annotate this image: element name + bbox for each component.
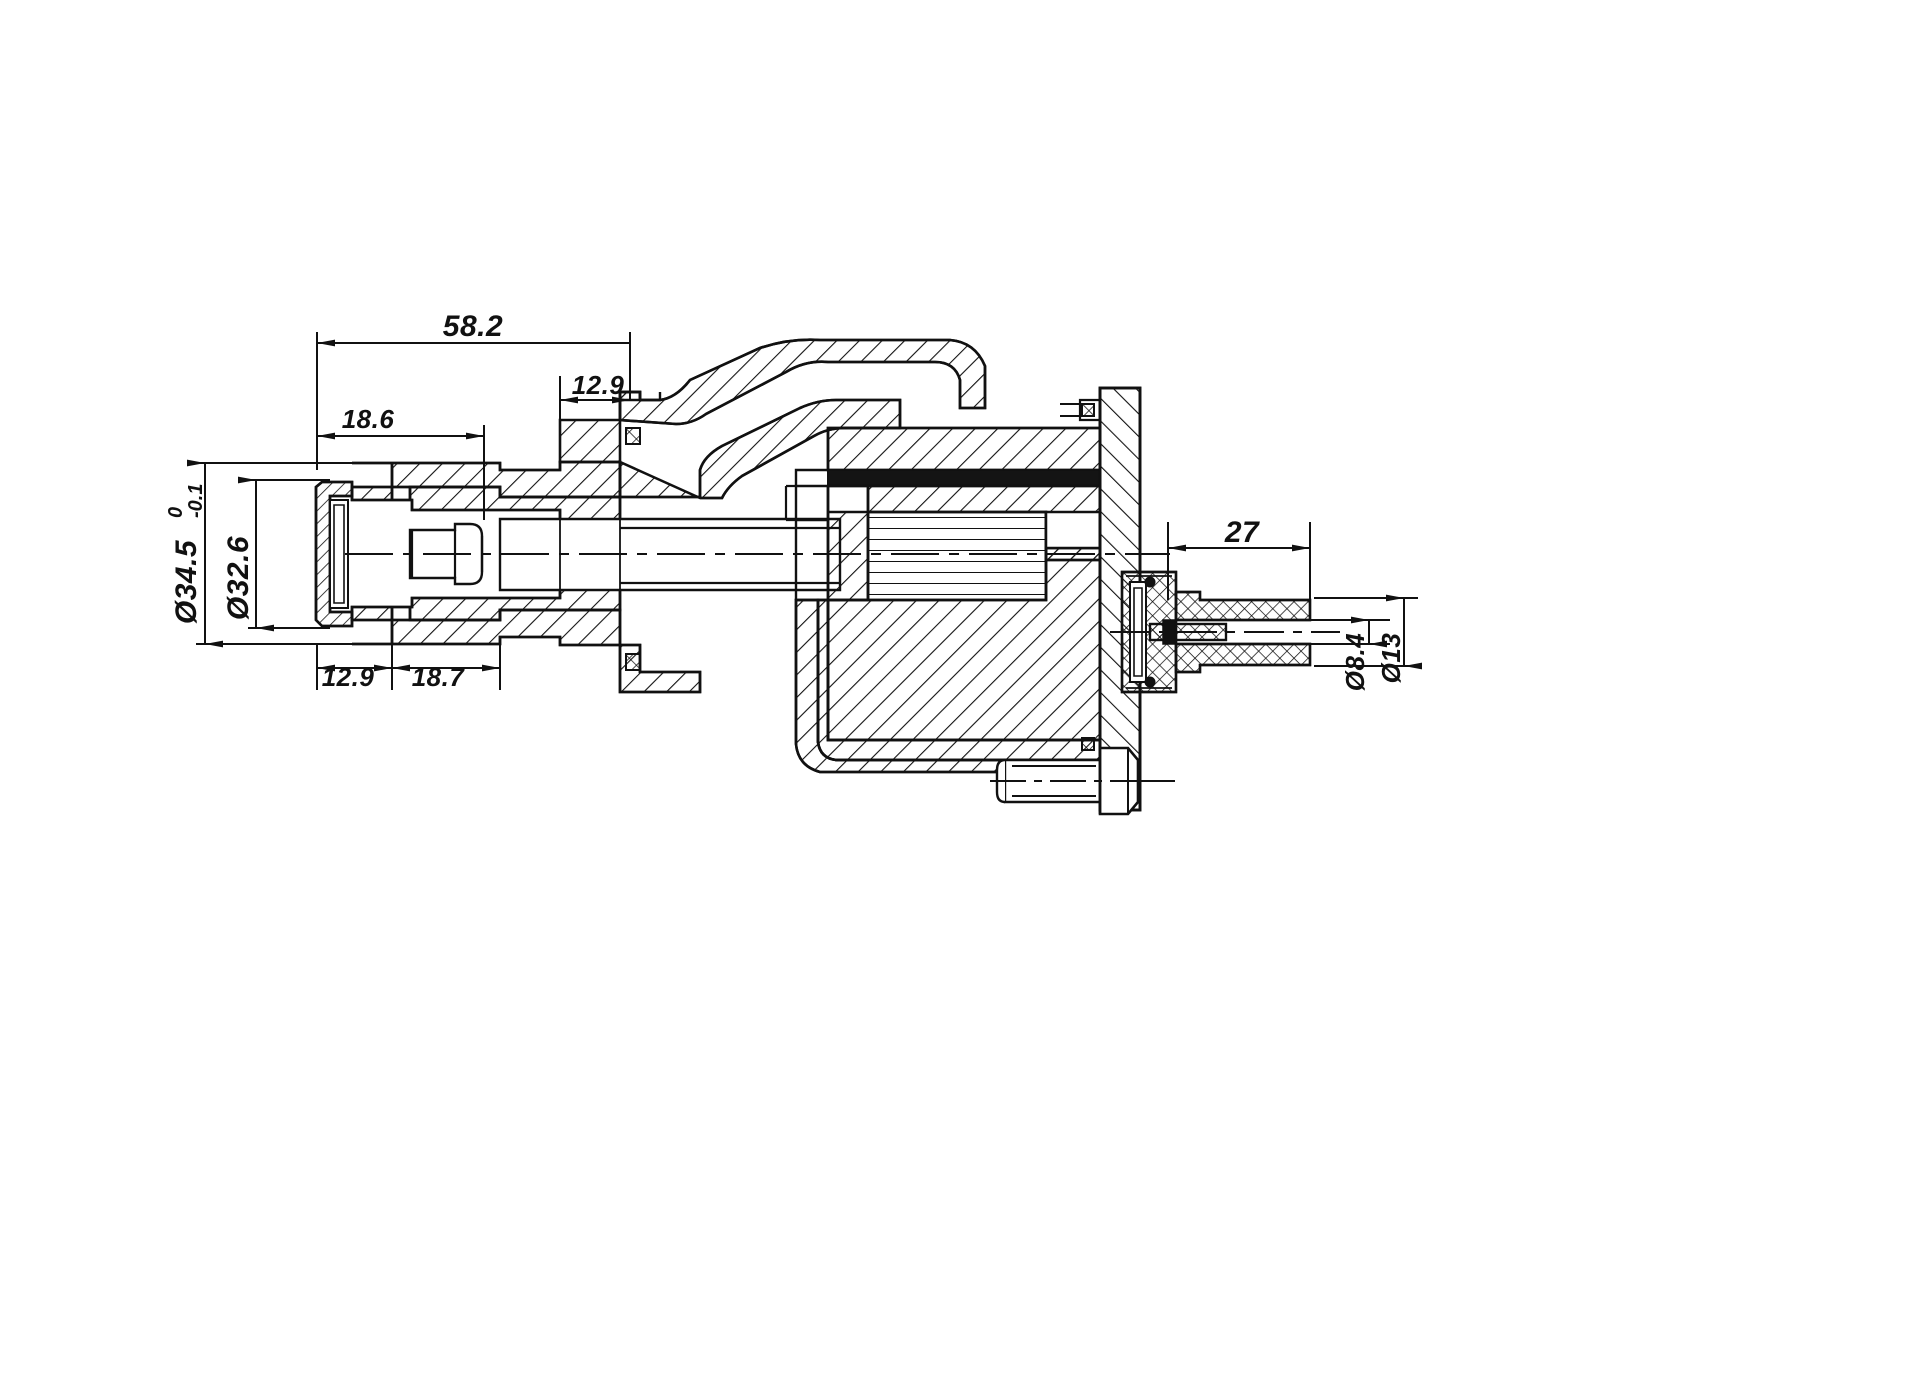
dim-label-port-outer: Ø13	[1376, 633, 1406, 684]
dim-label-bottom-left-length: 12.9	[322, 662, 375, 692]
dim-boss-length	[559, 376, 631, 462]
outlet-port-fitting	[1120, 570, 1312, 694]
dim-tolerance-lower: -0.1	[185, 484, 207, 518]
dimension-lines	[187, 332, 1422, 690]
dimension-labels: 58.2 18.6 12.9 Ø34.5 0 -0.1 Ø32.6 12.9 1…	[165, 310, 1406, 692]
dim-outer-diameter	[187, 459, 352, 648]
dim-label-boss-length: 12.9	[572, 370, 625, 400]
spring-chamber	[866, 510, 1048, 602]
part-cross-section	[314, 338, 1312, 816]
dim-port-length	[1167, 522, 1311, 602]
dim-label-outer-diameter: Ø34.5	[170, 539, 203, 624]
dim-label-overall-length: 58.2	[443, 310, 503, 343]
dust-boot-retainer	[314, 480, 354, 628]
dim-label-port-length: 27	[1224, 516, 1260, 549]
dim-label-port-bore: Ø8.4	[1340, 633, 1370, 691]
centre-lines	[345, 553, 1340, 782]
mid-collar	[558, 390, 702, 694]
dim-label-bottom-right-length: 18.7	[412, 662, 466, 692]
dim-label-step-length: 18.6	[342, 404, 395, 434]
mounting-flange	[1060, 386, 1142, 812]
piston-seal	[827, 469, 1101, 487]
dim-bottom-right-length	[391, 644, 501, 690]
dim-port-bore	[1300, 616, 1390, 648]
dim-port-outer	[1314, 594, 1422, 670]
upper-bracket-arm	[618, 338, 987, 500]
dim-tolerance-upper: 0	[165, 507, 187, 518]
dim-inner-diameter	[238, 476, 330, 632]
dim-label-outer-diameter-group: Ø34.5 0 -0.1	[165, 484, 207, 625]
dim-label-inner-diameter: Ø32.6	[222, 536, 255, 620]
main-cylinder-housing	[784, 426, 1102, 774]
